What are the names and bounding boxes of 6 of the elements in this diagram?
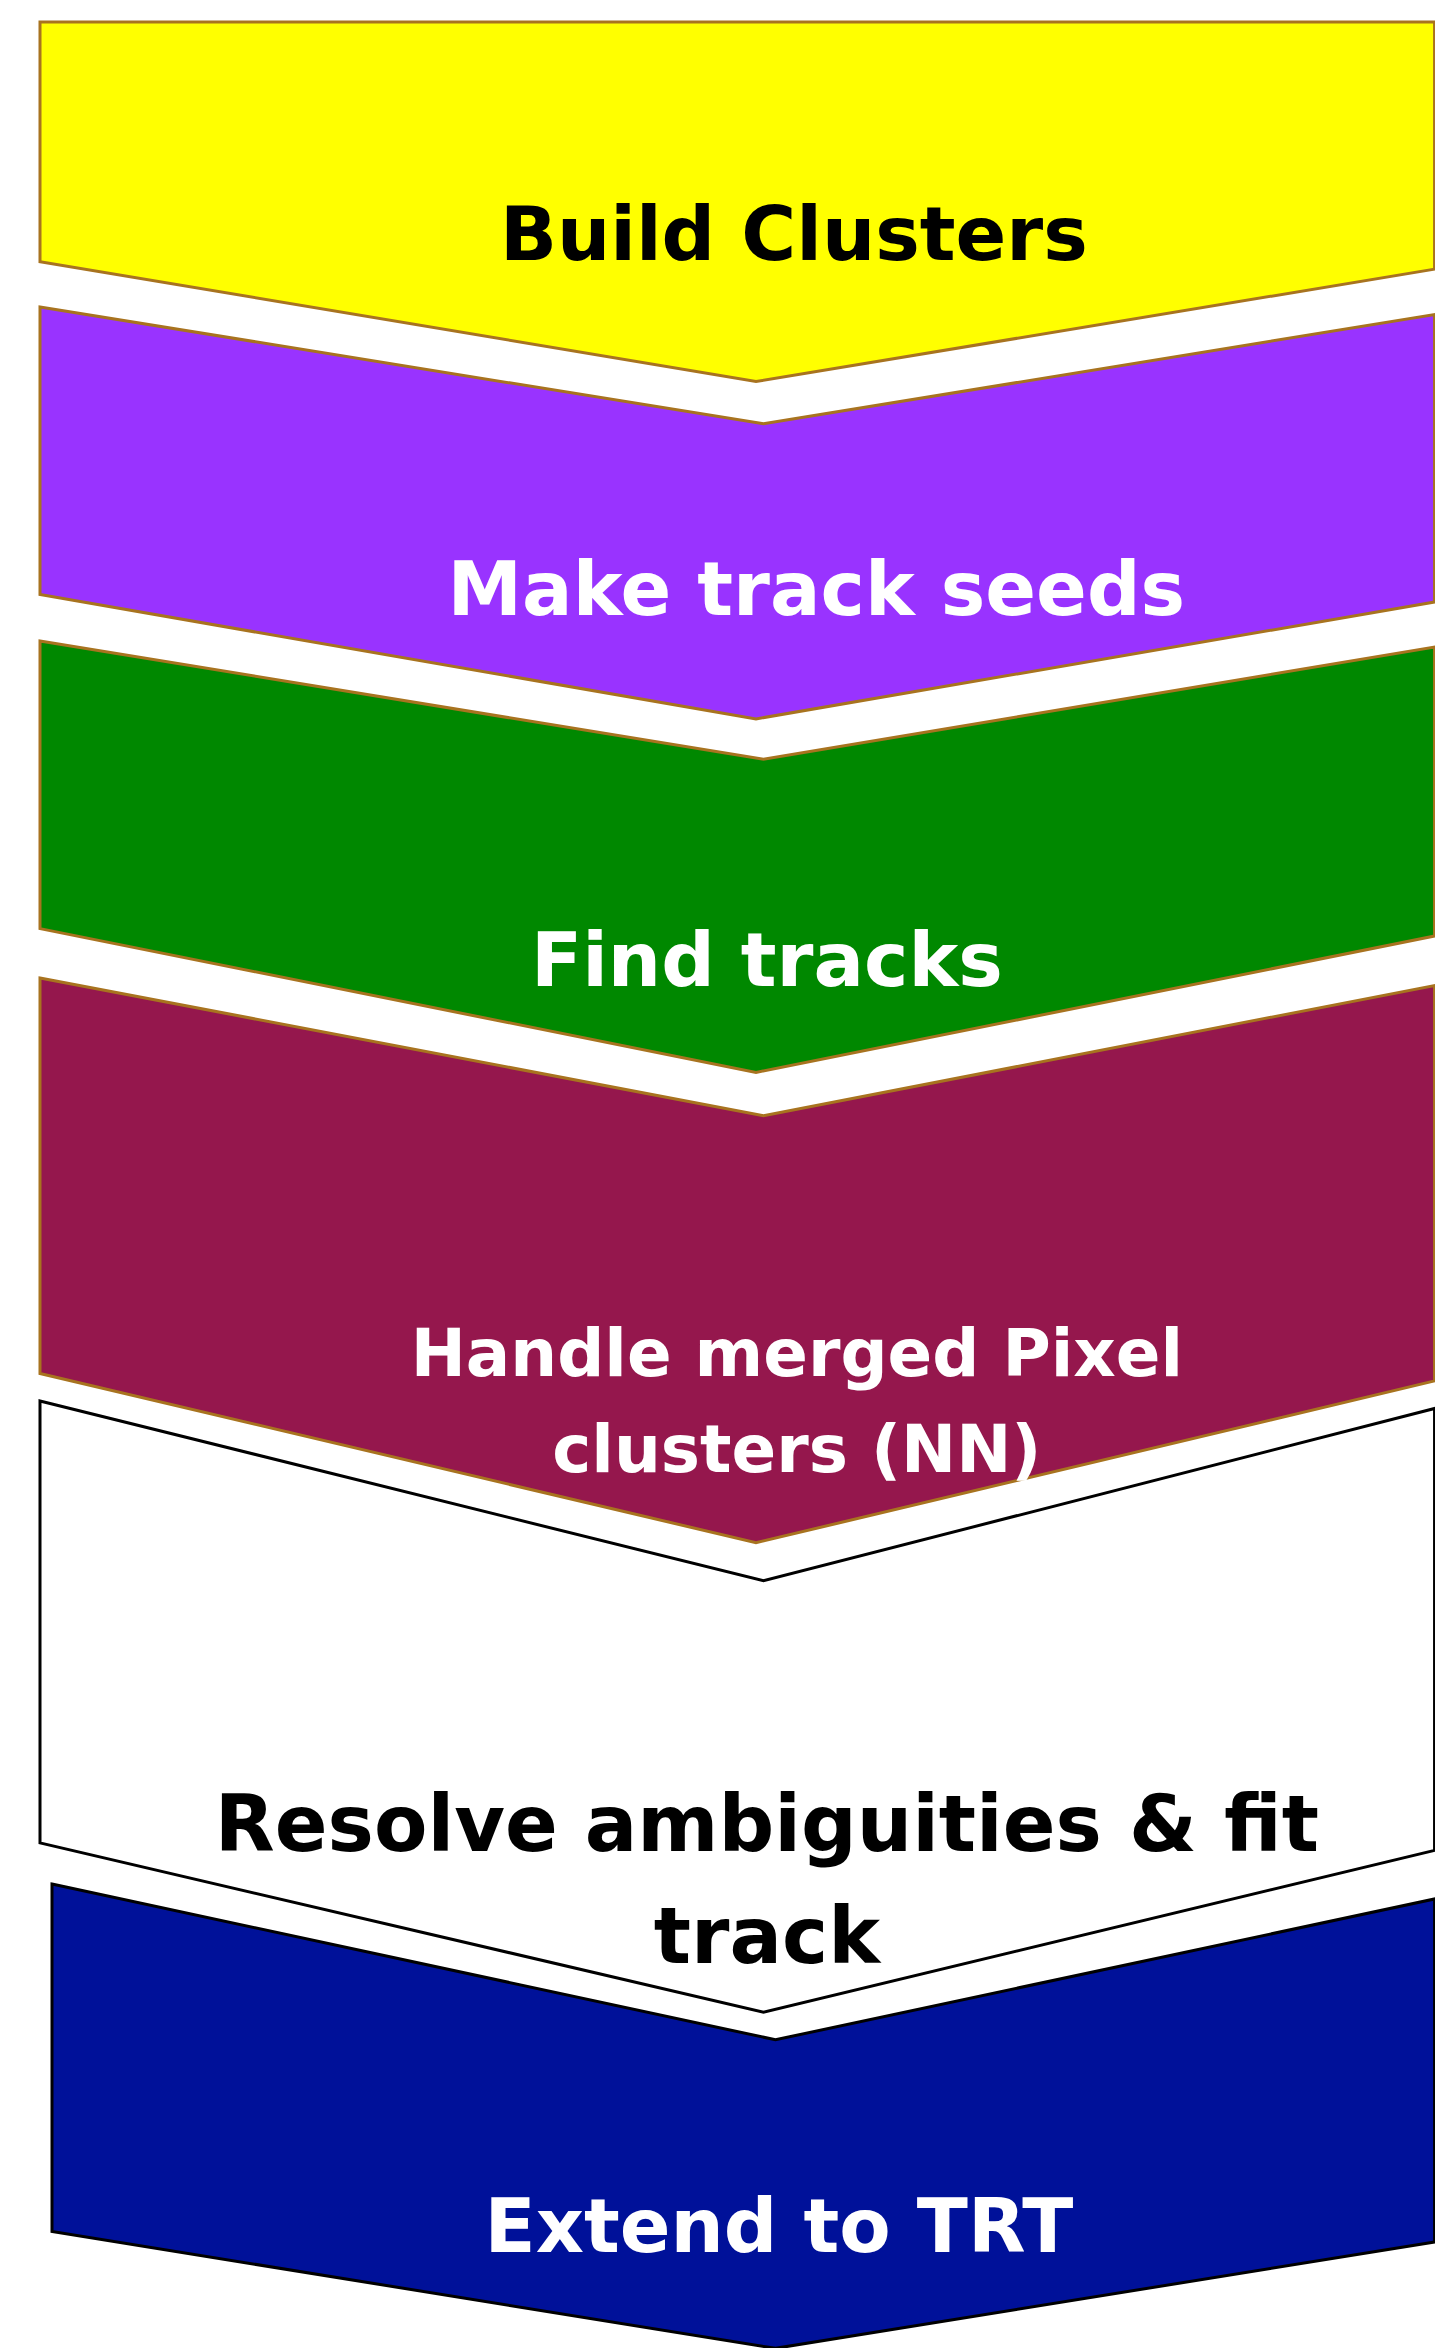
step-label: Handle merged Pixel clusters (NN) (409, 1314, 1185, 1490)
step-label: Resolve ambiguities & fit track (213, 1777, 1320, 1984)
step-label: Make track seeds (446, 543, 1187, 635)
step-label: Build Clusters (498, 188, 1089, 280)
step-label: Find tracks (530, 915, 1004, 1007)
step-label: Extend to TRT (483, 2180, 1075, 2272)
